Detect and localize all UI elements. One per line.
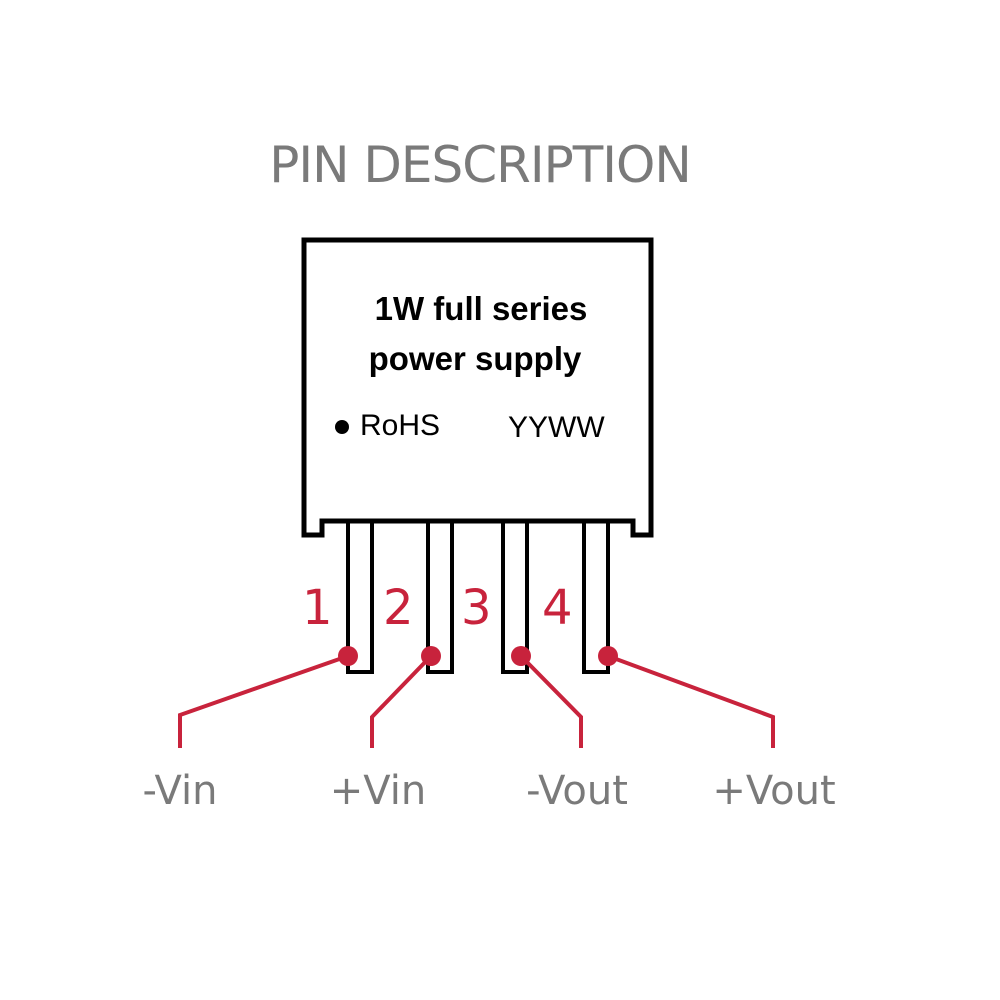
pin-3-label: -Vout (526, 768, 628, 814)
pin-2-label: +Vin (330, 768, 426, 814)
pin-1-leg (346, 521, 374, 674)
rohs-mark: RoHS (360, 409, 440, 442)
module-line-2: power supply (369, 340, 582, 377)
module-line-1: 1W full series (375, 290, 588, 327)
pin-3-leader (519, 654, 583, 748)
pin-2-leader (370, 654, 433, 748)
pin-3-dot (511, 646, 531, 666)
pin-3-number: 3 (461, 580, 492, 636)
pin-1-dot (338, 646, 358, 666)
pin-2-leg (426, 521, 454, 674)
page-title: PIN DESCRIPTION (269, 136, 691, 194)
pin-1-leader (178, 654, 349, 748)
pin-4-label: +Vout (712, 768, 835, 814)
date-code: YYWW (508, 411, 605, 444)
pin-1-label: -Vin (142, 768, 217, 814)
pin-1-number: 1 (302, 580, 333, 636)
rohs-bullet-icon (335, 420, 349, 434)
pin-4-number: 4 (542, 580, 573, 636)
pin-2-number: 2 (383, 580, 414, 636)
module-body (301, 237, 654, 538)
pin-2-dot (421, 646, 441, 666)
pin-3-leg (501, 521, 529, 674)
pin-4-leader (607, 654, 775, 748)
pin-4-dot (598, 646, 618, 666)
pin-4-leg (582, 521, 610, 674)
